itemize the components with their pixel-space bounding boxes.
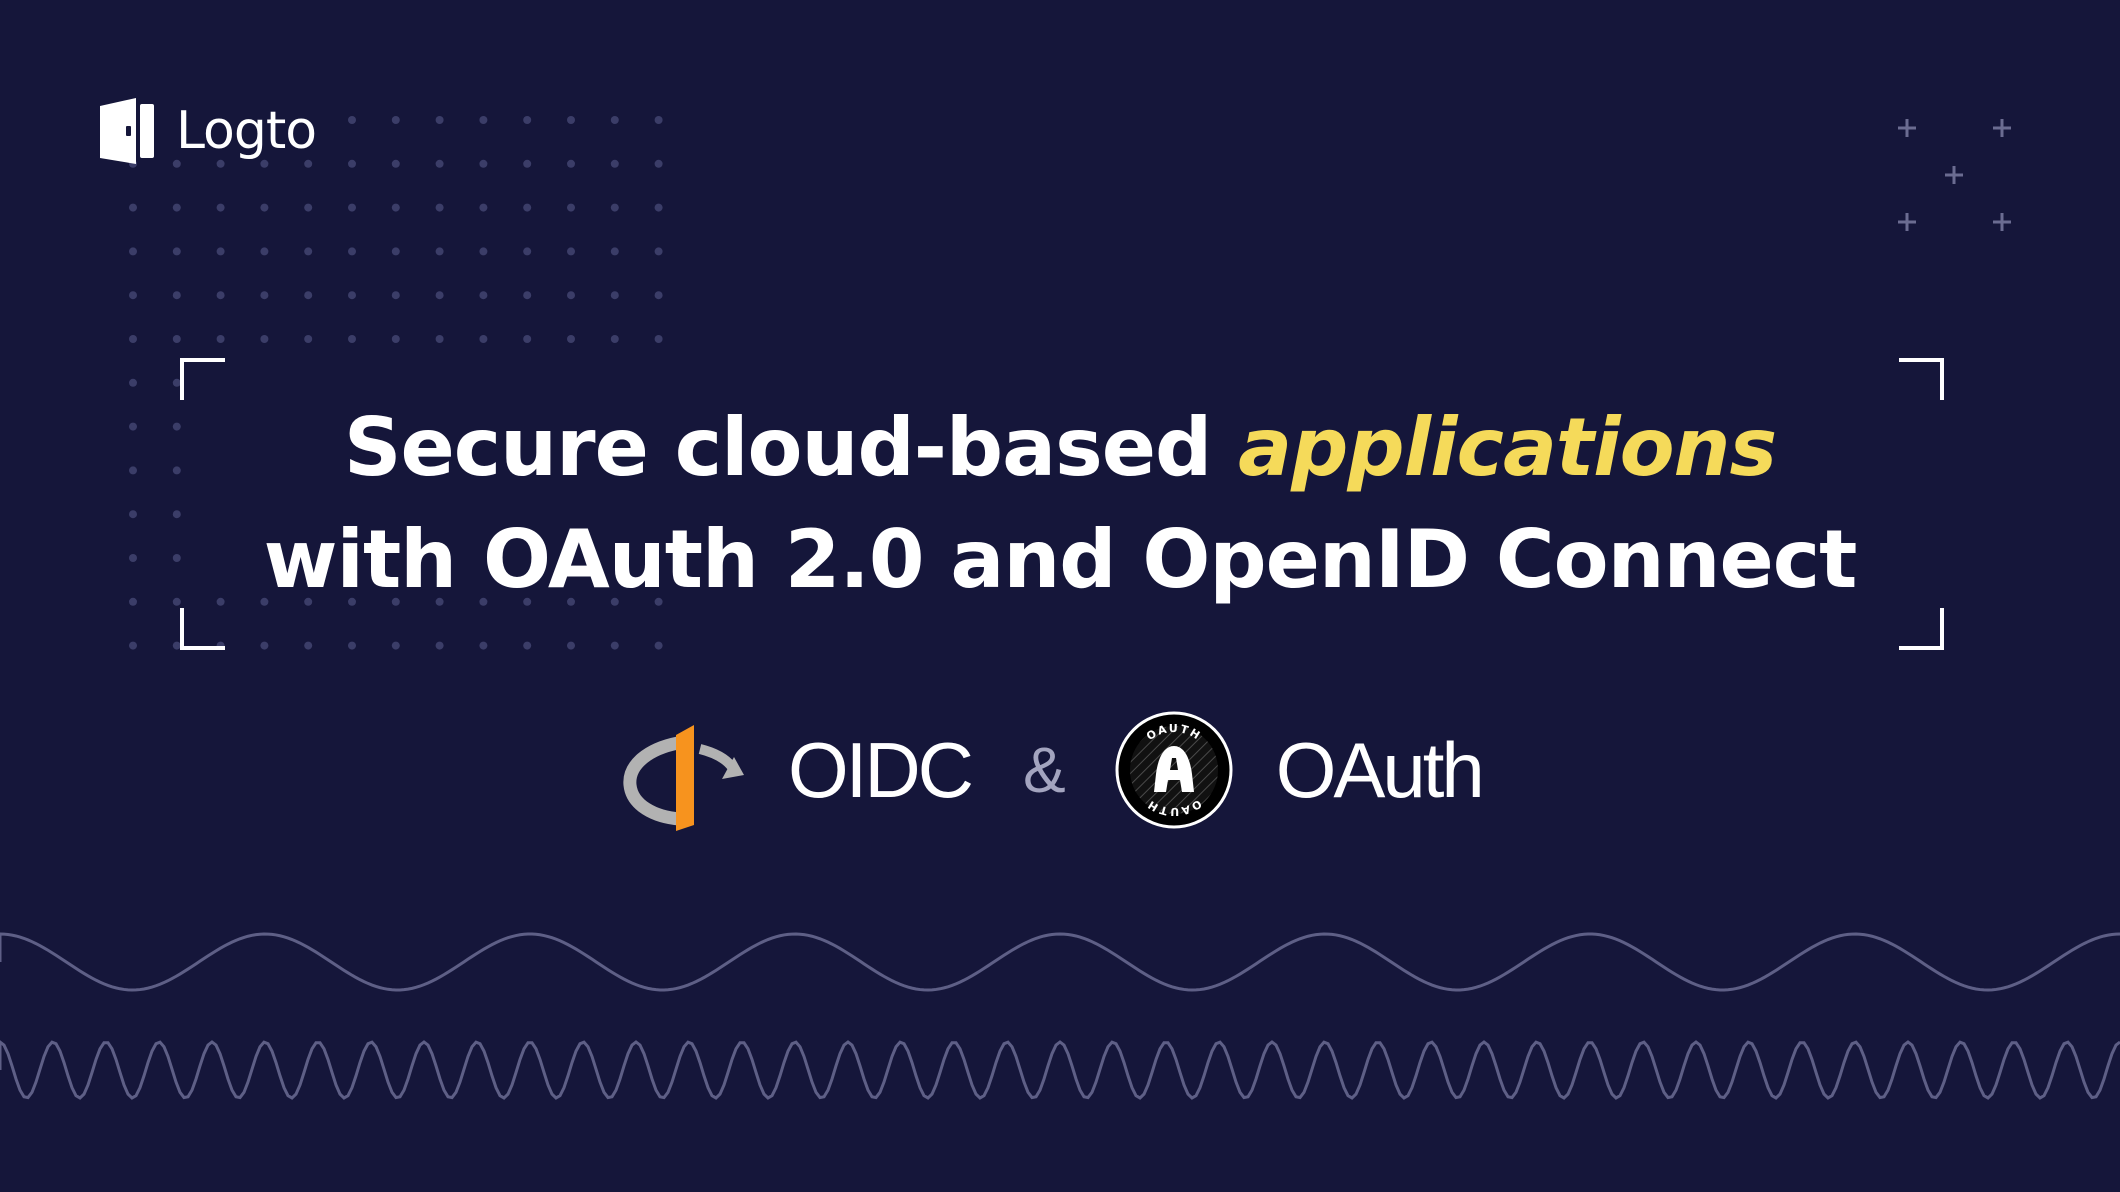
openid-icon <box>623 725 744 831</box>
ampersand: & <box>1023 734 1066 806</box>
corner-brackets <box>180 358 1944 650</box>
logo: Logto <box>98 96 317 166</box>
svg-text:OAUTH: OAUTH <box>1144 797 1204 818</box>
oauth-label: OAuth <box>1275 726 1485 814</box>
logo-name: Logto <box>176 101 317 161</box>
oauth-badge-icon: OAUTH OAUTH <box>1115 711 1233 829</box>
headline-accent: applications <box>1238 401 1777 494</box>
headline-line-1: Secure cloud-based applications <box>0 392 2120 504</box>
headline-line-2: with OAuth 2.0 and OpenID Connect <box>263 513 1858 606</box>
oidc-label: OIDC <box>788 726 974 814</box>
headline-prefix: Secure cloud-based <box>343 401 1239 494</box>
headline: Secure cloud-based applications with OAu… <box>0 392 2120 616</box>
plus-decoration <box>1898 119 2011 231</box>
protocol-brands: OIDC & OAUTH OAUTH <box>0 705 2120 835</box>
wave-decoration <box>0 932 2120 1100</box>
logto-door-icon <box>100 98 154 164</box>
